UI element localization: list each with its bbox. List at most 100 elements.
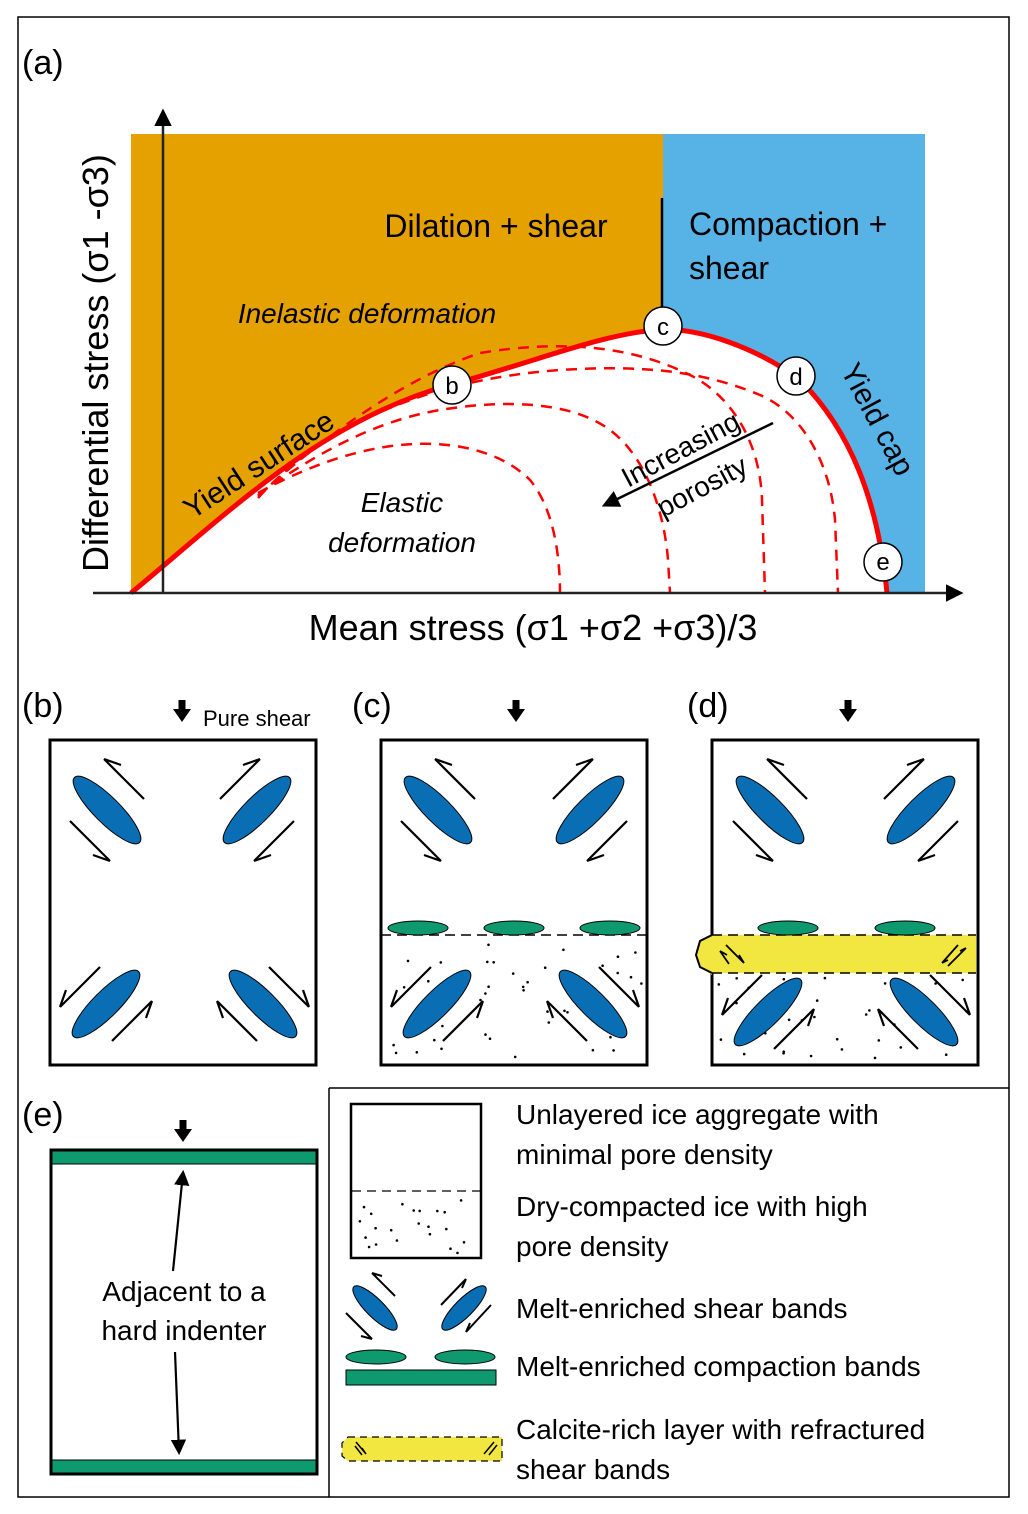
pore-dots bbox=[392, 943, 643, 1059]
elastic-label-2: deformation bbox=[328, 527, 476, 558]
porosity-curve-4 bbox=[257, 442, 562, 594]
pore-dot bbox=[609, 1035, 612, 1039]
pore-dot bbox=[479, 998, 482, 1002]
pore-dot bbox=[813, 1015, 816, 1019]
pore-dot bbox=[640, 982, 643, 985]
pore-dot bbox=[634, 951, 637, 954]
pore-dot bbox=[417, 1222, 421, 1225]
pore-dot bbox=[629, 975, 633, 979]
legend-item-2-line2: pore density bbox=[516, 1231, 669, 1262]
pore-dot bbox=[883, 982, 887, 985]
inelastic-label: Inelastic deformation bbox=[238, 298, 496, 329]
svg-text:d: d bbox=[789, 364, 802, 391]
pore-dot bbox=[526, 980, 529, 984]
pore-dot bbox=[487, 985, 490, 988]
pore-dot bbox=[787, 1018, 791, 1022]
elastic-region bbox=[131, 329, 887, 593]
legend-unlayered-ice-symbol bbox=[349, 1102, 483, 1260]
legend-item-1-line1: Unlayered ice aggregate with bbox=[516, 1099, 879, 1130]
panel-e-label: (e) bbox=[22, 1096, 64, 1134]
pore-dot bbox=[445, 1227, 448, 1231]
marker-b: b bbox=[432, 365, 472, 405]
porosity-curve-2 bbox=[257, 345, 767, 594]
panel-d-label: (d) bbox=[687, 687, 729, 725]
pore-dot bbox=[389, 1228, 393, 1232]
pore-dot bbox=[735, 977, 738, 980]
pore-dot bbox=[486, 960, 489, 964]
x-axis-label: Mean stress (σ1 +σ2 +σ3)/3 bbox=[309, 607, 758, 648]
calcite-layer bbox=[696, 935, 976, 975]
pore-dot bbox=[415, 1051, 419, 1054]
pore-dot bbox=[439, 961, 443, 964]
panel-c: (c) bbox=[352, 687, 649, 1067]
svg-text:b: b bbox=[445, 373, 458, 400]
pore-dot bbox=[543, 966, 547, 969]
pore-dot bbox=[840, 1048, 844, 1051]
pore-dot bbox=[873, 1056, 877, 1060]
pore-dot bbox=[809, 1054, 813, 1058]
pore-dot bbox=[742, 1052, 746, 1056]
legend-shear-band-icon bbox=[345, 1272, 492, 1340]
compaction-shear-label-1: Compaction + bbox=[689, 206, 887, 242]
marker-e: e bbox=[863, 542, 903, 582]
panel-c-label: (c) bbox=[352, 687, 392, 725]
pore-dot bbox=[484, 1033, 487, 1036]
legend-item-4: Melt-enriched compaction bands bbox=[516, 1351, 921, 1382]
y-axis-label: Differential stress (σ1 -σ3) bbox=[75, 154, 116, 572]
legend-item-3: Melt-enriched shear bands bbox=[516, 1293, 848, 1324]
pore-dot bbox=[591, 1048, 595, 1052]
indenter-arrow-up bbox=[171, 1169, 190, 1272]
pore-dot bbox=[782, 977, 786, 981]
pore-dot bbox=[522, 989, 525, 992]
pore-dot bbox=[364, 1236, 367, 1239]
svg-text:c: c bbox=[657, 314, 669, 341]
compaction-band-icon bbox=[757, 920, 819, 936]
pore-dot bbox=[456, 1251, 459, 1255]
pore-dot bbox=[566, 1011, 569, 1014]
marker-d: d bbox=[776, 356, 816, 396]
loading-arrow-icon bbox=[839, 700, 857, 722]
pore-dot bbox=[401, 1202, 404, 1206]
indenter-note-1: Adjacent to a bbox=[102, 1276, 266, 1307]
pore-dot bbox=[362, 1205, 366, 1209]
pore-dot bbox=[412, 1209, 416, 1212]
pore-dot bbox=[835, 1037, 839, 1041]
pore-dot bbox=[395, 1239, 399, 1242]
pore-dot bbox=[418, 1209, 422, 1213]
pore-dot bbox=[427, 979, 430, 983]
loading-arrow-icon bbox=[173, 700, 191, 722]
pore-dot bbox=[934, 982, 937, 985]
legend-item-5-line1: Calcite-rich layer with refractured bbox=[516, 1414, 925, 1445]
pore-dot bbox=[392, 1043, 395, 1047]
porosity-arrow bbox=[601, 421, 774, 507]
loading-arrow-icon bbox=[507, 700, 525, 722]
compaction-band-icon bbox=[387, 920, 449, 936]
pore-dot bbox=[459, 1199, 463, 1202]
compaction-band-icon bbox=[483, 920, 545, 936]
pore-dot bbox=[601, 964, 604, 967]
panel-b-label: (b) bbox=[22, 687, 64, 725]
svg-text:e: e bbox=[876, 549, 889, 576]
pore-dot bbox=[394, 1051, 398, 1055]
pore-dot bbox=[616, 971, 619, 975]
pore-dot bbox=[428, 1232, 432, 1236]
pore-dot bbox=[782, 1052, 785, 1055]
pore-dot bbox=[717, 983, 721, 986]
pore-dot bbox=[944, 1053, 948, 1056]
pore-dot bbox=[563, 1009, 566, 1013]
pore-dot bbox=[358, 1220, 362, 1223]
pore-dot bbox=[484, 992, 487, 995]
pore-dot bbox=[823, 976, 827, 980]
pore-dot bbox=[864, 1013, 868, 1016]
dilation-shear-label: Dilation + shear bbox=[384, 208, 608, 244]
pore-dot bbox=[616, 955, 620, 958]
pore-dot bbox=[441, 1024, 444, 1028]
pore-dot bbox=[406, 959, 410, 963]
pore-dot bbox=[449, 1247, 452, 1250]
pore-dot bbox=[436, 1209, 439, 1213]
compaction-shear-label-2: shear bbox=[689, 250, 769, 286]
outer-frame bbox=[17, 16, 1010, 1498]
pore-dot bbox=[374, 1243, 378, 1246]
sample-box-e bbox=[49, 1148, 319, 1476]
